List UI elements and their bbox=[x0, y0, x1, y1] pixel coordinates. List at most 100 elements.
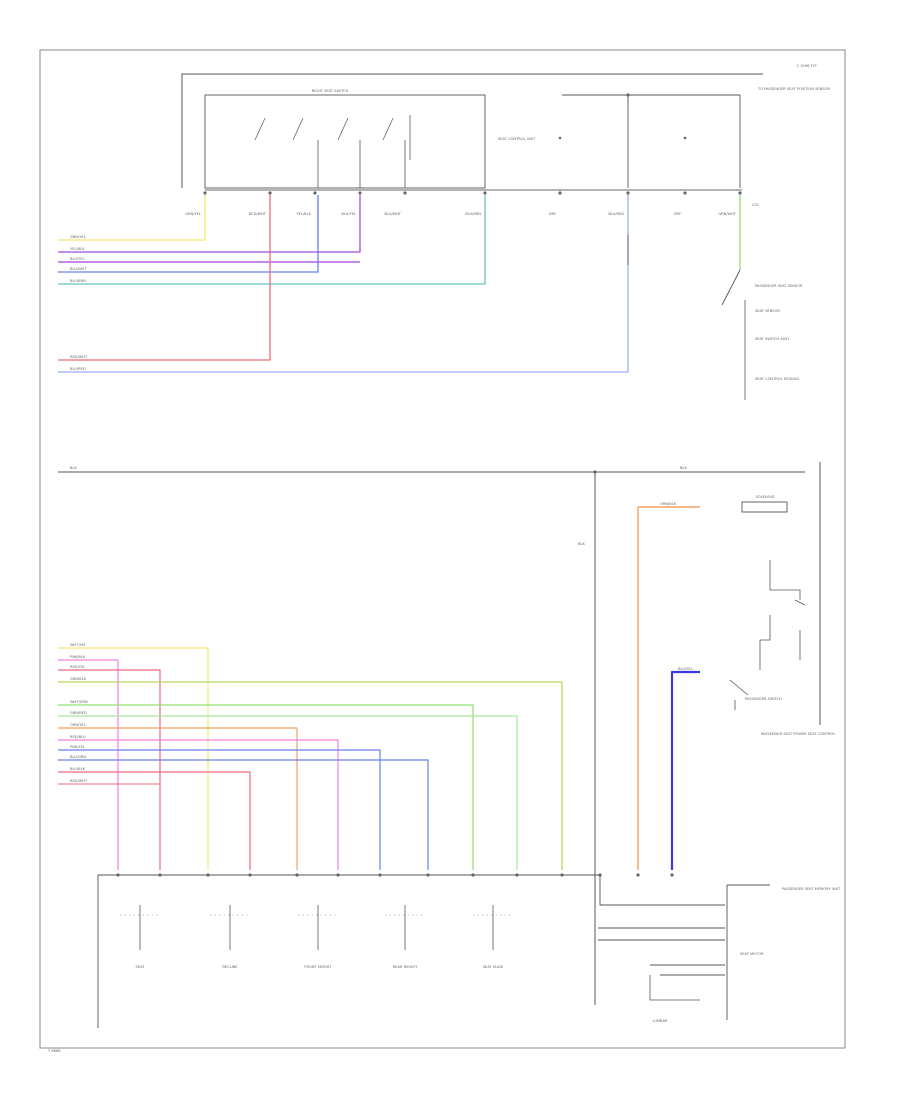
control-unit-label: SEAT CONTROL UNIT bbox=[498, 137, 536, 141]
group-b-label-2: GRN/RED bbox=[70, 711, 87, 715]
solenoid-label: SOLENOID bbox=[756, 495, 775, 499]
pin-label-6: BLU/BRN bbox=[465, 212, 481, 216]
seat-switch-label: RIGHT SEAT SWITCH bbox=[312, 89, 349, 93]
connector-pin-8 bbox=[626, 191, 630, 195]
bus-right-label: BLK bbox=[680, 466, 687, 470]
connector-pin-2 bbox=[268, 191, 272, 195]
right-comp-3: SEAT CONTROL MODULE bbox=[755, 377, 800, 381]
harness-label-b1: RED/WHT bbox=[70, 355, 88, 359]
pin-label-10: GRN/WHT bbox=[718, 212, 736, 216]
connector-pin-9 bbox=[683, 191, 687, 195]
group-b-label-1: WHT/GRN bbox=[70, 700, 88, 704]
harness-label-5: BLU/BRN bbox=[70, 279, 86, 283]
group-a-label-1: WHT/YEL bbox=[70, 643, 86, 647]
wire-pnk-yel bbox=[58, 749, 381, 870]
harness-label-2: YEL/BLK bbox=[70, 247, 85, 251]
seat-control-label: PASSENGER SEAT POWER SEAT CONTROL bbox=[761, 732, 836, 736]
motor-label-1: SEAT bbox=[136, 965, 146, 969]
group-b-label-3: ORN/YEL bbox=[70, 723, 86, 727]
sensor-lead bbox=[721, 269, 741, 306]
connector-pin-6 bbox=[483, 191, 487, 195]
motor-pin-8 bbox=[426, 873, 430, 877]
connector-pin-7 bbox=[558, 191, 562, 195]
connector-label: C51 bbox=[752, 203, 759, 207]
wire-red-blu bbox=[58, 739, 339, 870]
motor-pin-9 bbox=[471, 873, 475, 877]
seat-motor-label: SEAT MOTOR bbox=[740, 952, 764, 956]
pin-label-4: BLU/YEL bbox=[341, 212, 356, 216]
lumbar-label: LUMBAR bbox=[653, 1019, 668, 1023]
right-comp-1: SEAT SENSOR bbox=[755, 309, 780, 313]
motor-pin-4 bbox=[248, 873, 252, 877]
top-feed-line bbox=[181, 73, 763, 188]
motor-pin-3 bbox=[206, 873, 210, 877]
component-dot-a bbox=[558, 136, 562, 140]
switch-link-b bbox=[759, 615, 771, 670]
pin-label-9: GRY bbox=[674, 212, 682, 216]
solenoid-box bbox=[741, 501, 788, 513]
wire-orn-yel bbox=[58, 727, 298, 870]
motor-label-4: REAR HEIGHT bbox=[393, 965, 418, 969]
feed-label: TO PASSENGER SEAT POSITION SENSOR bbox=[757, 87, 830, 91]
group-a-label-4: GRN/BLK bbox=[70, 677, 87, 681]
switch-link-a bbox=[769, 560, 801, 600]
motor-pin-7 bbox=[378, 873, 382, 877]
motor-pin-13 bbox=[636, 873, 640, 877]
memory-lead bbox=[599, 875, 725, 906]
pin-label-2: RED/WHT bbox=[249, 212, 267, 216]
wire-grn-yel bbox=[58, 195, 206, 241]
wire-red-yel bbox=[58, 669, 161, 870]
wire-wht-grn bbox=[58, 704, 474, 870]
motor-label-5: SEAT SLIDE bbox=[483, 965, 504, 969]
pin-label-1: GRN/YEL bbox=[185, 212, 201, 216]
motor-connector bbox=[97, 874, 600, 1028]
seat-switch-box bbox=[204, 94, 486, 189]
motor-pin-5 bbox=[295, 873, 299, 877]
wire-red-wht bbox=[58, 195, 271, 361]
wire-blu-yel-b bbox=[670, 670, 700, 870]
passenger-switch-label: PASSENGER SWITCH bbox=[745, 697, 782, 701]
memory-unit-label: PASSENGER SEAT MEMORY UNIT bbox=[782, 887, 841, 891]
memory-leads bbox=[598, 927, 725, 941]
group-b-label-4: RED/BLU bbox=[70, 735, 86, 739]
wire-grn-blk bbox=[58, 681, 563, 870]
group-b-label-5: PNK/YEL bbox=[70, 745, 85, 749]
group-a-label-2: PNK/BLK bbox=[70, 655, 86, 659]
switch-contact-3 bbox=[337, 117, 349, 141]
component-dot-b bbox=[683, 136, 687, 140]
junction-dot-right bbox=[626, 93, 630, 97]
right-comp-2: SEAT SWITCH ASSY bbox=[755, 337, 790, 341]
pin-label-5: BLU/WHT bbox=[384, 212, 401, 216]
group-a-label-3: RED/YEL bbox=[70, 665, 85, 669]
wire-wht-yel bbox=[58, 647, 209, 870]
wire-blu-brn bbox=[58, 195, 486, 285]
wire-blu-blk bbox=[58, 771, 251, 870]
wire-blu-wht bbox=[58, 195, 319, 273]
wire-pnk-blk bbox=[58, 659, 119, 870]
connector-pin-3 bbox=[313, 191, 317, 195]
connector-pin-10 bbox=[738, 191, 742, 195]
pin-label-8: BLU/RED bbox=[608, 212, 624, 216]
wire-grn-red bbox=[58, 715, 518, 870]
vertical-label: BLK bbox=[578, 542, 585, 546]
corner-code: C 1996 TYT bbox=[796, 64, 817, 68]
connector-pin-5 bbox=[403, 191, 407, 195]
motor-pin-6 bbox=[336, 873, 340, 877]
group-b-label-8: RED/WHT bbox=[70, 779, 88, 783]
harness-label-b2: BLU/RED bbox=[70, 367, 86, 371]
wire-yel-blk bbox=[58, 195, 361, 253]
motor-label-2: RECLINE bbox=[222, 965, 238, 969]
pin-label-3: YEL/BLK bbox=[296, 212, 311, 216]
connector-pin-4 bbox=[358, 191, 362, 195]
wire-orn-blk bbox=[637, 506, 700, 870]
right-comp-0: PASSENGER SEAT SENSOR bbox=[755, 284, 803, 288]
motor-pin-11 bbox=[560, 873, 564, 877]
motor-pin-10 bbox=[515, 873, 519, 877]
motor-label-3: FRONT HEIGHT bbox=[304, 965, 332, 969]
switch-link-d bbox=[729, 679, 749, 710]
wire-blu-grn bbox=[58, 759, 429, 870]
switch-link-c bbox=[794, 599, 806, 660]
orange-wire-label: ORN/BLK bbox=[660, 502, 677, 506]
motor-pin-1 bbox=[116, 873, 120, 877]
group-b-label-6: BLU/GRN bbox=[70, 755, 86, 759]
